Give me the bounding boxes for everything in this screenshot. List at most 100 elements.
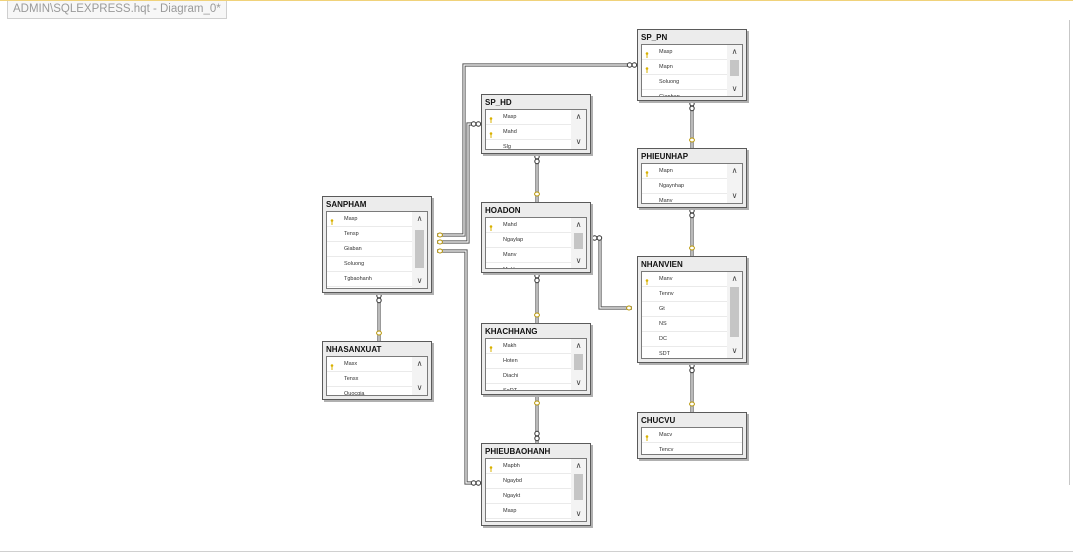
field-row[interactable]: Masx [327, 357, 412, 372]
scroll-up-icon[interactable]: ∧ [731, 274, 738, 283]
field-row[interactable]: Gt [642, 302, 727, 317]
scroll-up-icon[interactable]: ∧ [416, 214, 423, 223]
scroll-down-icon[interactable]: ∨ [575, 137, 582, 146]
field-row[interactable]: Makh [486, 339, 571, 354]
scroll-thumb[interactable] [574, 474, 583, 500]
primary-key-icon [330, 217, 334, 225]
field-row[interactable]: DC [642, 332, 727, 347]
table-title[interactable]: NHANVIEN [641, 260, 683, 269]
field-row[interactable]: Gianhap [642, 90, 727, 96]
table-sp_pn[interactable]: SP_PNMaspMapnSoluongGianhap∧∨ [637, 29, 747, 101]
table-scrollbar[interactable]: ∧∨ [571, 110, 586, 149]
scroll-up-icon[interactable]: ∧ [575, 341, 582, 350]
field-row[interactable]: Hoten [486, 354, 571, 369]
table-title[interactable]: PHIEUBAOHANH [485, 447, 551, 456]
field-row[interactable]: Tensp [327, 227, 412, 242]
scroll-thumb[interactable] [574, 233, 583, 249]
scroll-up-icon[interactable]: ∧ [731, 47, 738, 56]
field-row[interactable]: Slg [486, 140, 571, 149]
relationship-hoadon-nhanvien[interactable] [592, 236, 632, 310]
table-title[interactable]: HOADON [485, 206, 521, 215]
scroll-down-icon[interactable]: ∨ [416, 383, 423, 392]
field-row[interactable]: Manv [486, 248, 571, 263]
field-row[interactable]: Soluong [327, 257, 412, 272]
table-hoadon[interactable]: HOADONMahdNgaylapManvMakh∧∨ [481, 202, 591, 273]
field-row[interactable]: Makh [486, 519, 571, 521]
field-row[interactable]: Mapn [642, 60, 727, 75]
field-row[interactable]: Masp [642, 45, 727, 60]
field-row[interactable]: Ngaynhap [642, 179, 727, 194]
scroll-thumb[interactable] [730, 287, 739, 337]
table-scrollbar[interactable]: ∧∨ [727, 45, 742, 96]
scroll-down-icon[interactable]: ∨ [731, 84, 738, 93]
table-title[interactable]: SP_PN [641, 33, 668, 42]
field-row[interactable]: Mahd [486, 218, 571, 233]
field-row[interactable]: Tencv [642, 443, 742, 454]
document-tab[interactable]: ADMIN\SQLEXPRESS.hqt - Diagram_0* [7, 1, 227, 19]
table-khachhang[interactable]: KHACHHANGMakhHotenDiachiSoDT∧∨ [481, 323, 591, 395]
field-row[interactable]: Mahd [486, 125, 571, 140]
field-row[interactable]: Tensx [327, 372, 412, 387]
scroll-up-icon[interactable]: ∧ [575, 461, 582, 470]
field-row[interactable]: Ngaybd [486, 474, 571, 489]
table-scrollbar[interactable]: ∧∨ [727, 164, 742, 203]
scroll-down-icon[interactable]: ∨ [731, 346, 738, 355]
field-row[interactable]: Giaban [327, 242, 412, 257]
table-scrollbar[interactable]: ∧∨ [727, 272, 742, 358]
table-title[interactable]: NHASANXUAT [326, 345, 382, 354]
field-row[interactable]: Masp [486, 110, 571, 125]
field-row[interactable]: Manv [642, 272, 727, 287]
field-row[interactable]: Tennv [642, 287, 727, 302]
field-row[interactable]: Mapbh [486, 459, 571, 474]
table-scrollbar[interactable]: ∧∨ [412, 357, 427, 395]
field-row[interactable]: Makh [486, 263, 571, 268]
field-row[interactable]: Ngaykt [486, 489, 571, 504]
relationship-many-icon [534, 272, 540, 284]
field-row[interactable]: Soluong [642, 75, 727, 90]
scroll-up-icon[interactable]: ∧ [575, 220, 582, 229]
field-row[interactable]: Quocgia [327, 387, 412, 395]
table-title[interactable]: SANPHAM [326, 200, 367, 209]
table-scrollbar[interactable]: ∧∨ [412, 212, 427, 288]
field-row[interactable]: Manv [642, 194, 727, 203]
field-row[interactable]: Masp [486, 504, 571, 519]
scroll-up-icon[interactable]: ∧ [731, 166, 738, 175]
field-row[interactable]: SoDT [486, 384, 571, 390]
scroll-up-icon[interactable]: ∧ [575, 112, 582, 121]
field-row[interactable]: Tgbaohanh [327, 272, 412, 287]
relationship-sanpham-sp_hd[interactable] [437, 122, 475, 244]
relationship-key-icon [534, 400, 540, 406]
table-phieubaohanh[interactable]: PHIEUBAOHANHMapbhNgaybdNgayktMaspMakh∧∨ [481, 443, 591, 526]
field-row[interactable]: Macv [642, 428, 742, 443]
scroll-thumb[interactable] [415, 230, 424, 268]
field-row[interactable]: Diachi [486, 369, 571, 384]
table-scrollbar[interactable]: ∧∨ [571, 339, 586, 390]
scroll-thumb[interactable] [574, 354, 583, 370]
table-title[interactable]: CHUCVU [641, 416, 676, 425]
relationship-sanpham-sp_pn[interactable] [437, 63, 631, 237]
table-title[interactable]: PHIEUNHAP [641, 152, 689, 161]
scroll-down-icon[interactable]: ∨ [731, 191, 738, 200]
scroll-down-icon[interactable]: ∨ [575, 509, 582, 518]
scroll-down-icon[interactable]: ∨ [575, 256, 582, 265]
field-row[interactable]: SDT [642, 347, 727, 358]
scroll-thumb[interactable] [730, 60, 739, 76]
field-row[interactable]: Ngaylap [486, 233, 571, 248]
table-title[interactable]: SP_HD [485, 98, 512, 107]
scroll-up-icon[interactable]: ∧ [416, 359, 423, 368]
field-row[interactable]: Masp [327, 212, 412, 227]
table-title[interactable]: KHACHHANG [485, 327, 538, 336]
field-row[interactable]: NS [642, 317, 727, 332]
scroll-down-icon[interactable]: ∨ [575, 378, 582, 387]
scroll-down-icon[interactable]: ∨ [416, 276, 423, 285]
field-row[interactable]: Mapn [642, 164, 727, 179]
table-scrollbar[interactable]: ∧∨ [571, 459, 586, 521]
relationship-sanpham-phieubaohanh[interactable] [437, 249, 475, 485]
table-scrollbar[interactable]: ∧∨ [571, 218, 586, 268]
